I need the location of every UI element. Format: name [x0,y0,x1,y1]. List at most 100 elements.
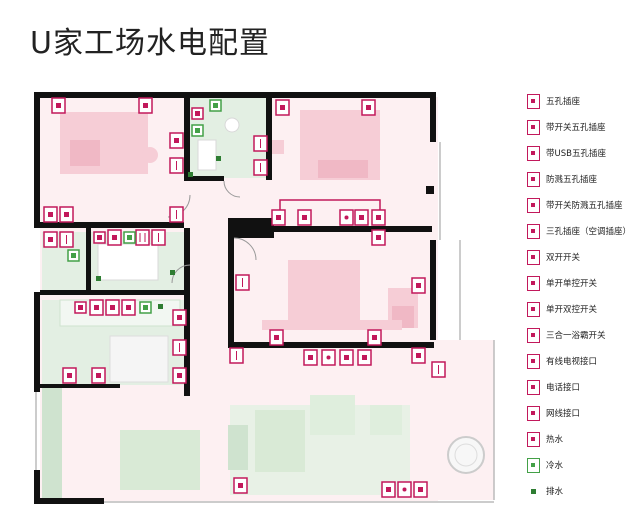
drain-icon [158,304,163,309]
wiring-line [279,199,381,218]
legend-item: 排水 [527,482,563,500]
floor-plan [34,92,495,504]
network-port-icon [527,405,540,421]
drain-icon [188,172,193,177]
five-hole-socket-icon [527,93,540,109]
wall-bottom-left [34,498,104,504]
splashproof-socket-icon [62,367,77,384]
round-stool [142,147,158,163]
wall-kitchen-post [184,388,190,396]
tv-port-icon [527,353,540,369]
dining-cabinet [42,388,62,498]
legend-item: 三合一浴霸开关 [527,326,606,344]
splashproof-socket-icon [527,171,540,187]
cold-water-icon [67,249,80,262]
drain-icon [96,276,101,281]
coffee-table [310,395,355,435]
outlet-group [43,97,446,498]
legend-item: 双开开关 [527,248,580,266]
splashproof-socket-icon [91,367,106,384]
socket-icon [357,349,372,366]
dining-chairs [228,425,248,470]
switched-five-hole-socket-icon [527,119,540,135]
round-table-inner [454,443,478,467]
wall-right-post [426,186,434,194]
balcony-floor [438,340,494,500]
usb-five-hole-socket-icon [527,145,540,161]
switch-icon [229,347,244,364]
switch-icon [235,274,250,291]
socket-icon [138,97,153,114]
tv-port-icon [397,481,412,498]
door-swing-2 [233,237,257,261]
splashproof-socket-icon [89,299,104,316]
socket-icon [275,99,290,116]
third-bed [288,260,360,320]
socket-icon [51,97,66,114]
socket-icon [297,209,312,226]
socket-icon [367,329,382,346]
legend-item: 带开关五孔插座 [527,118,606,136]
network-port-icon [339,349,354,366]
splashproof-socket-icon [105,299,120,316]
bath-heater-switch-icon [135,229,150,246]
tv-port-icon [321,349,336,366]
single-dual-control-switch-icon [527,301,540,317]
dining-table [120,430,200,490]
bedside-block [70,140,100,166]
wall-mid-column [228,218,274,238]
ac-socket-icon [371,229,386,246]
legend-item: 单开双控开关 [527,300,597,318]
legend-item: 单开单控开关 [527,274,597,292]
network-port-icon [354,209,369,226]
switch-icon [253,159,268,176]
toilet [224,117,240,133]
socket-icon [43,206,58,223]
wall-wash-divider [86,228,91,292]
legend-item: 五孔插座 [527,92,580,110]
wall-left-mid [34,292,40,392]
door-swing-3 [171,264,191,284]
wall-third-room-left [228,238,234,348]
socket-icon [59,206,74,223]
wall-bath-bottom [184,176,224,181]
wall-right-mid [430,240,436,340]
wall-third-room-top [274,226,432,232]
hot-water-icon [527,431,540,447]
cold-water-icon [209,99,222,112]
legend-item: 防溅五孔插座 [527,170,597,188]
switch-icon [253,135,268,152]
wall-kitchen-bottom [40,384,120,388]
legend-item: 带开关防溅五孔插座 [527,196,623,214]
wall-right-top [430,92,436,142]
switch-icon [151,229,166,246]
hot-water-icon [93,231,106,244]
switch-icon [431,361,446,378]
splashproof-socket-icon [121,299,136,316]
wall-top [34,92,434,98]
socket-icon [303,349,318,366]
sofa-left [255,410,305,472]
cold-water-icon [527,457,540,473]
page-title: U家工场水电配置 [30,26,270,61]
socket-icon [169,132,184,149]
socket-icon [411,277,426,294]
drain-icon [216,156,221,161]
legend-item: 三孔插座（空调插座） [527,222,631,240]
network-port-icon [413,481,428,498]
cold-water-icon [123,231,136,244]
master-bed-end [318,160,368,178]
furniture [59,110,485,490]
legend-item: 热水 [527,430,563,448]
legend-item: 电话接口 [527,378,580,396]
switched-splashproof-socket-icon [527,197,540,213]
wall-third-room-bottom [228,342,434,348]
wall-bath-right [266,98,272,180]
wall-upper-hall [34,222,184,228]
legend-item: 有线电视接口 [527,352,597,370]
wall-kitchen-top [40,290,186,295]
phone-port-icon [527,379,540,395]
water-point-group [67,99,222,314]
socket-icon [371,209,386,226]
switch-icon [59,231,74,248]
